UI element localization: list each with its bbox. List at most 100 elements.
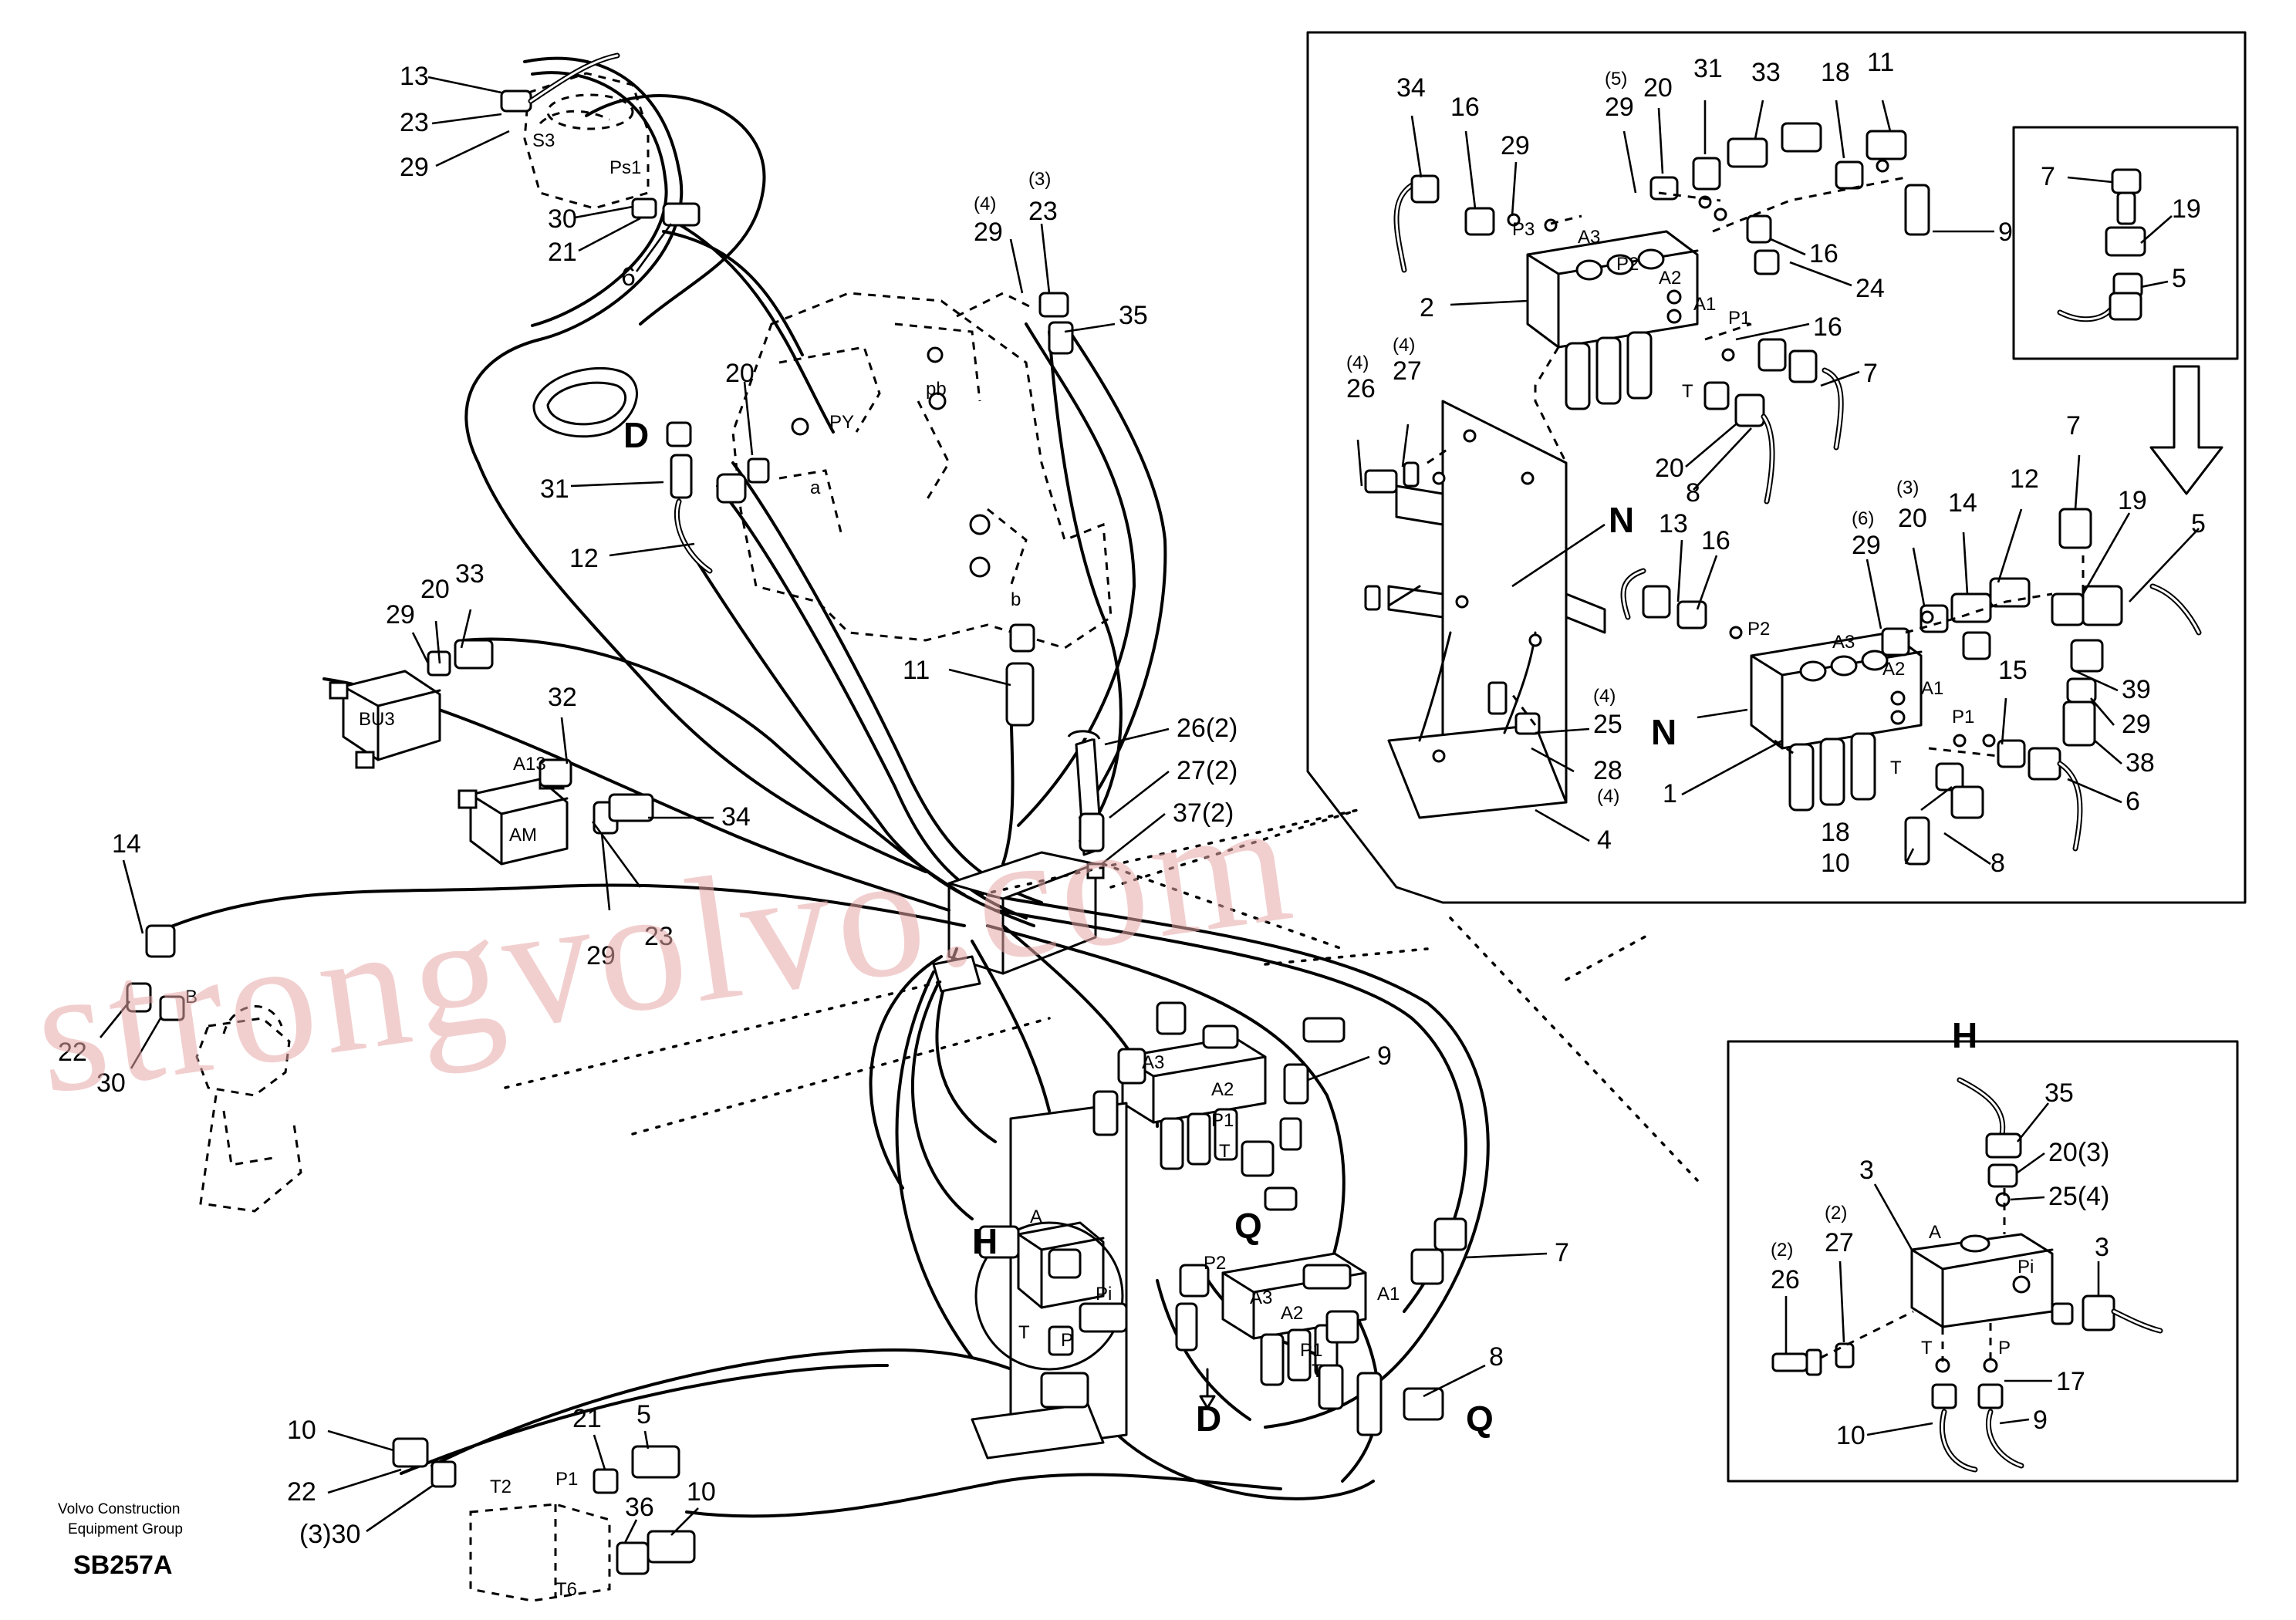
callout-11: 11	[903, 656, 930, 685]
port-bu3: BU3	[359, 709, 395, 730]
detail-n-port-a3: A3	[1578, 227, 1600, 248]
pump-outline	[731, 292, 1113, 650]
port-a-panel: A	[1030, 1207, 1042, 1227]
hose-clamp-d	[532, 366, 638, 438]
inset-callout-7: 7	[2041, 162, 2055, 191]
port-ps1: Ps1	[609, 157, 641, 178]
port-t-lower: T	[1312, 1361, 1323, 1382]
callout-21: 21	[548, 238, 577, 267]
callout-30-bottom: (3)30	[299, 1520, 360, 1549]
detail-n-callout-16-low: 16	[1701, 526, 1730, 555]
detail-h-callout-26: 26	[1771, 1265, 1800, 1294]
port-pb: pb	[926, 379, 947, 400]
detail-h-box	[1727, 1040, 2239, 1483]
detail-n-box	[1306, 31, 2247, 904]
company-name-line2: Equipment Group	[68, 1521, 183, 1537]
port-a3: A3	[1142, 1052, 1164, 1073]
callout-8: 8	[1489, 1342, 1504, 1372]
callout-33: 33	[455, 559, 485, 589]
callout-30: 30	[548, 204, 577, 234]
port-a3-lower: A3	[1250, 1288, 1272, 1308]
detail-n-callouts: 34 16 29 (5) 29 20 31 33 18 11 9 16 24 2…	[1346, 48, 2206, 878]
callout-10-top: 10	[287, 1416, 316, 1445]
detail-n-callout-7-right: 7	[2066, 411, 2081, 440]
joystick-outline	[195, 1005, 302, 1213]
port-p1: P1	[1211, 1110, 1234, 1131]
detail-h-callout-27: 27	[1825, 1228, 1854, 1257]
callout-36: 36	[625, 1493, 654, 1522]
detail-n-callout-4-qty-c: (4)	[1593, 686, 1616, 707]
detail-h-callout-2-qty-a: (2)	[1825, 1203, 1847, 1223]
detail-n-port-a2: A2	[1659, 268, 1681, 289]
detail-n-callout-5-qty: (5)	[1605, 69, 1627, 89]
port-t6: T6	[555, 1579, 577, 1600]
detail-n-callout-1: 1	[1663, 779, 1677, 808]
view-marker-q-upper: Q	[1234, 1206, 1262, 1246]
detail-n-callout-20-low: 20	[1655, 454, 1684, 483]
watermark-text: strongvolvo.com	[24, 760, 1306, 1131]
detail-h-callouts: 35 20(3) 25(4) 3 (2) 27 (2) 26 3 17 10 9…	[1771, 1078, 2109, 1450]
detail-h-port-t: T	[1921, 1338, 1933, 1358]
detail-reference-lines	[504, 808, 1699, 1182]
callout-34: 34	[721, 802, 751, 832]
view-marker-h: H	[972, 1221, 998, 1261]
callout-26: 26(2)	[1177, 714, 1237, 743]
detail-h-port-p: P	[1998, 1338, 2011, 1358]
detail-n-callout-10: 10	[1821, 849, 1850, 878]
port-a1-lower: A1	[1377, 1284, 1400, 1304]
detail-h-callout-35: 35	[2044, 1078, 2074, 1108]
detail-n-port-p2: P2	[1616, 254, 1639, 275]
detail-n-callout-3-qty: (3)	[1896, 478, 1919, 498]
detail-n-callout-4: 4	[1597, 825, 1612, 855]
detail-n-port-p3: P3	[1512, 219, 1535, 240]
detail-n-callout-29-top: 29	[1605, 93, 1634, 122]
detail-n-port-a1: A1	[1693, 294, 1716, 315]
callout-35: 35	[1119, 301, 1148, 330]
port-a13: A13	[513, 754, 546, 775]
port-t: T	[1219, 1141, 1231, 1162]
callout-23: 23	[400, 108, 429, 137]
detail-n-port-a3-low: A3	[1832, 632, 1855, 653]
callout-32: 32	[548, 683, 577, 712]
title-block: Volvo Construction Equipment Group SB257…	[58, 1501, 183, 1580]
detail-n-callout-31: 31	[1693, 54, 1723, 83]
callout-29-pump: 29	[974, 218, 1003, 247]
block-t2-outline	[469, 1503, 611, 1602]
port-py: PY	[829, 412, 854, 433]
detail-n-callout-19: 19	[2118, 486, 2147, 515]
detail-n-callout-34: 34	[1396, 73, 1426, 103]
detail-n-callout-12: 12	[2010, 464, 2039, 494]
detail-n-callout-18-low: 18	[1821, 818, 1850, 847]
main-port-labels: S3 Ps1 pb PY a b BU3 A13 AM B A3 A2 P1 T…	[185, 130, 1400, 1600]
port-p1-lower: P1	[1300, 1340, 1322, 1361]
detail-n-port-a1-low: A1	[1921, 678, 1943, 699]
detail-n-callout-8: 8	[1686, 478, 1700, 508]
callout-21-bottom: 21	[572, 1404, 602, 1433]
detail-n-callout-38: 38	[2125, 748, 2155, 778]
detail-n-callout-5: 5	[2191, 509, 2206, 538]
detail-n-callout-18: 18	[1821, 58, 1850, 87]
detail-n-callout-4-qty-a: (4)	[1346, 353, 1369, 373]
detail-n-port-p1: P1	[1728, 308, 1751, 329]
view-marker-d-upper: D	[623, 415, 649, 455]
detail-n-callout-16: 16	[1450, 93, 1480, 122]
detail-h-callout-3: 3	[1859, 1156, 1874, 1185]
port-a2-lower: A2	[1281, 1303, 1303, 1324]
callout-23-qty: (3)	[1028, 169, 1051, 190]
detail-n-callout-26: 26	[1346, 374, 1376, 403]
port-b-joystick: B	[185, 987, 198, 1007]
detail-n-fittings	[1364, 122, 2202, 866]
port-t2: T2	[490, 1477, 512, 1497]
callout-23-pump: 23	[1028, 197, 1058, 226]
callout-20-bu3: 20	[420, 575, 450, 604]
callout-20: 20	[725, 359, 755, 388]
callout-9: 9	[1377, 1041, 1392, 1071]
detail-h-callout-17: 17	[2056, 1367, 2085, 1396]
detail-n-callout-13: 13	[1659, 509, 1688, 538]
detail-n-callout-39: 39	[2122, 675, 2151, 704]
detail-h-port-a: A	[1929, 1222, 1941, 1243]
detail-h-callout-2-qty-b: (2)	[1771, 1240, 1793, 1261]
detail-n-callout-6: 6	[2125, 787, 2140, 816]
detail-n-callout-29-right: 29	[2122, 710, 2151, 739]
